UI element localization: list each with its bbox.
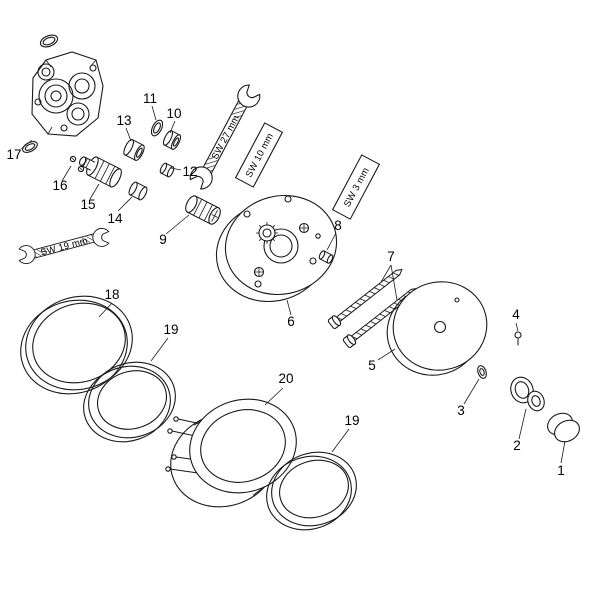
cap-10 (162, 130, 182, 150)
wrench-sw19: SW 19 mm (15, 222, 113, 270)
tool-label-sw3: SW 3 mm (331, 154, 381, 220)
tool-label-sw10: SW 10 mm (234, 122, 284, 188)
callout-16: 16 (52, 178, 67, 193)
callout-8: 8 (334, 218, 342, 233)
ring-19a (83, 361, 176, 443)
callout-10: 10 (166, 106, 181, 121)
adapter-12 (159, 162, 175, 178)
sleeve-13 (123, 139, 145, 161)
seal-ring-18 (20, 295, 133, 395)
callout-12: 12 (182, 164, 197, 179)
fitting-8 (318, 250, 334, 264)
callout-4: 4 (512, 307, 520, 322)
callout-11: 11 (143, 91, 157, 106)
callout-2: 2 (513, 438, 521, 453)
leader-lines (20, 105, 566, 464)
callout-9: 9 (159, 232, 167, 247)
callout-14: 14 (107, 211, 123, 226)
handle-knob-1 (547, 412, 580, 443)
callout-13: 13 (116, 113, 131, 128)
wrench-sw19-label: SW 19 mm (39, 235, 89, 258)
callout-6: 6 (287, 314, 295, 329)
o-ring-11 (150, 119, 164, 137)
seal-14 (128, 181, 148, 201)
o-ring-top (39, 34, 59, 48)
extension-housing-20 (165, 398, 297, 508)
callout-19b: 19 (344, 413, 359, 428)
ring-19b (266, 451, 357, 531)
callout-18: 18 (104, 287, 119, 302)
screw-7a (327, 268, 403, 330)
callout-3: 3 (457, 403, 465, 418)
callout-17: 17 (6, 147, 21, 162)
callout-20: 20 (278, 371, 293, 386)
callout-1: 1 (557, 463, 565, 478)
screw-7b (342, 287, 418, 349)
handle-base-2 (510, 376, 545, 412)
valve-body (31, 51, 104, 137)
callout-19a: 19 (163, 322, 178, 337)
escutcheon (386, 281, 488, 376)
callouts: 1 2 3 4 5 6 7 8 9 10 11 12 13 14 15 16 1… (6, 91, 564, 478)
screw-4 (514, 331, 522, 346)
callout-15: 15 (80, 197, 95, 212)
cartridge (78, 156, 122, 188)
callout-7: 7 (387, 249, 395, 264)
screws-16 (69, 155, 85, 173)
adapter-3 (477, 365, 487, 379)
callout-5: 5 (368, 358, 376, 373)
extension-9 (185, 195, 221, 225)
mounting-plate (215, 194, 338, 303)
wrench-sw27-label: SW 27 mm (210, 113, 243, 161)
